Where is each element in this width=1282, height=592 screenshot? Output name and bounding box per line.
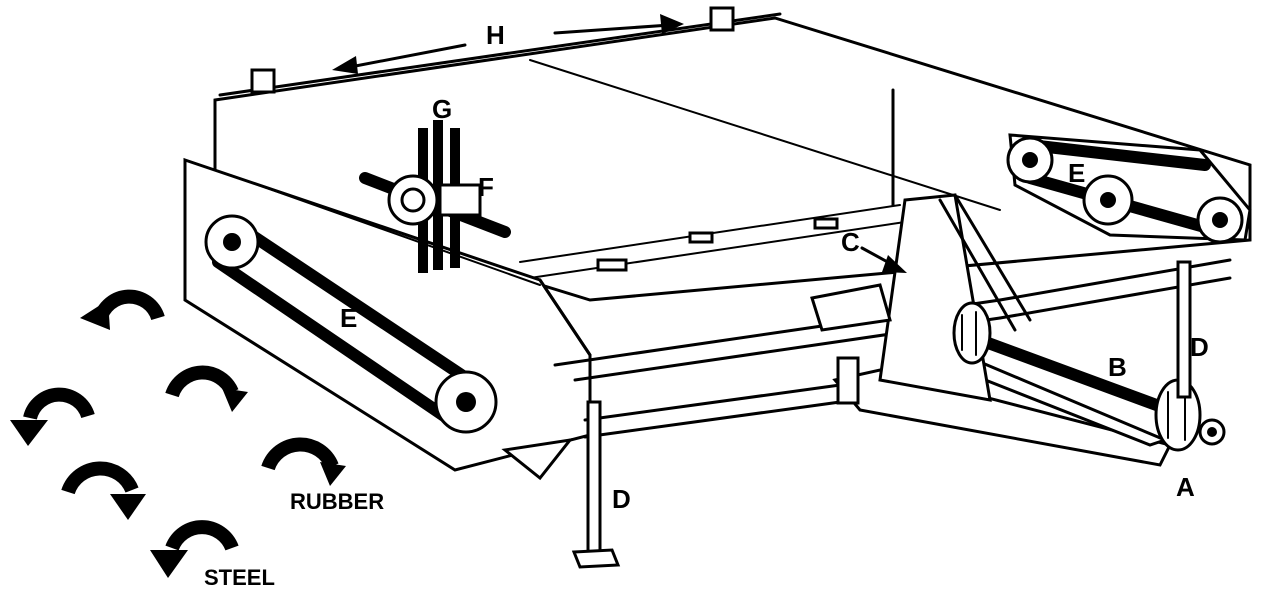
arrow-h-right-shaft [553,23,672,35]
tube-lower-b [583,400,842,439]
label-f-left: F [478,172,494,202]
pulley-hub-right-front [1022,152,1038,168]
arrow-c [860,246,907,273]
tower-brace [938,198,1017,332]
roller-flange-hub [400,187,426,213]
jack-stand-right [1176,260,1192,399]
flanged-roller [359,120,511,273]
label-rubber: RUBBER [290,489,384,514]
arrow-h-right-head [660,14,684,34]
rotation-arrow-steel [150,550,188,578]
hitch-bracket [836,356,860,405]
label-d-right: D [1190,332,1209,362]
rotation-arrow-3 [10,420,48,446]
a-frame-left-arm [832,368,1173,467]
cv-boot-front [952,301,992,365]
arrow-h-left-shaft [343,43,467,70]
label-h: H [486,20,505,50]
pto-coupler-center [1207,427,1217,437]
ledge-clip-3 [813,217,839,230]
rotation-arrow-5 [110,494,146,520]
tower-side-block [810,283,892,332]
rotation-arc-3 [23,387,95,420]
ledge-clip-2 [688,231,714,244]
tower-brace-b [953,193,1032,322]
roller-drum [438,183,482,217]
arrow-c-head [882,255,907,273]
belt-upper-run [226,216,472,384]
hopper-chute [501,437,574,481]
pulley-hub-right-mid [1100,192,1116,208]
rotation-arrow-2 [222,388,248,412]
lug-left [250,68,276,94]
arrow-h-left-head [332,56,358,74]
top-rail [218,12,782,97]
label-c: C [841,227,860,257]
rotation-legend [10,289,346,578]
side-box-edge [538,278,592,357]
right-belt-assembly [1006,133,1252,244]
tube-lower [583,383,842,422]
tube-right-b [998,276,1232,320]
jack-stand-left [571,400,621,569]
pulley-hub-rear-left [456,392,476,412]
rotation-arc-rubber [261,437,339,471]
label-e-right: E [1068,158,1085,188]
tube-right [998,258,1232,302]
shaft-tube [974,334,1176,416]
left-side-box [183,157,592,481]
frame-body [213,6,1252,302]
ledge-clip-1 [596,258,628,272]
label-e-left: E [340,303,357,333]
pulley-hub-right-rear [1212,212,1228,228]
rotation-arc-steel [165,520,239,551]
label-a: A [1176,472,1195,502]
label-d-left: D [612,484,631,514]
stand-left-foot [571,548,621,569]
deck-ledge-lower [529,221,906,279]
arrow-h [332,14,684,74]
rotation-arc-5 [61,461,139,495]
label-g: G [432,94,452,124]
belt-lower-run [212,256,456,426]
rotation-arrow-1 [80,300,110,330]
rotation-arrow-rubber [320,462,346,486]
label-b: B [1108,352,1127,382]
lug-right [709,6,735,32]
label-steel: STEEL [204,565,275,590]
stand-left-post [586,400,602,554]
side-box-top-line [229,174,541,286]
stand-right-post [1176,260,1192,399]
deck-seam [529,59,1001,211]
rotation-arc-2 [165,365,239,398]
pulley-hub-front-left [223,233,241,251]
right-belt-upper [1024,139,1211,171]
